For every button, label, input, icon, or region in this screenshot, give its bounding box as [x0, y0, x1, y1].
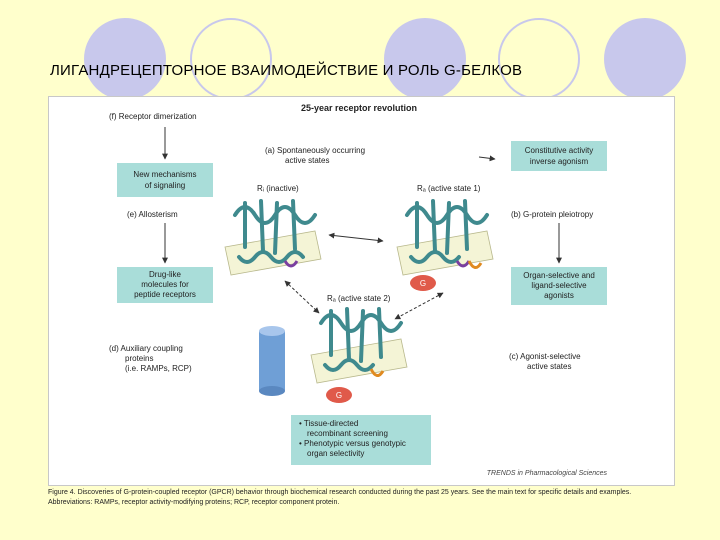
- svg-text:of signaling: of signaling: [145, 181, 185, 190]
- figure-heading: 25-year receptor revolution: [301, 103, 417, 113]
- label-c-2: active states: [527, 362, 571, 371]
- state-ra2: Rₐ (active state 2): [327, 294, 391, 303]
- svg-text:Constitutive activity: Constitutive activity: [525, 146, 593, 155]
- svg-text:inverse agonism: inverse agonism: [530, 157, 589, 166]
- svg-text:G: G: [336, 391, 342, 400]
- label-a-2: active states: [285, 156, 329, 165]
- decor-circle-3: [604, 18, 686, 100]
- receptor-ra2: [319, 307, 403, 372]
- svg-text:Drug-like: Drug-like: [149, 270, 182, 279]
- svg-text:molecules for: molecules for: [141, 280, 189, 289]
- receptor-diagram: 25-year receptor revolution (f) Receptor…: [109, 103, 608, 477]
- arrow-ra1-ra2: [394, 292, 444, 320]
- svg-text:organ selectivity: organ selectivity: [307, 449, 364, 458]
- svg-text:• Phenotypic versus genotypic: • Phenotypic versus genotypic: [299, 439, 406, 448]
- box-new-mechanisms: New mechanisms of signaling: [117, 163, 213, 197]
- slide-title: ЛИГАНДРЕЦЕПТОРНОЕ ВЗАИМОДЕЙСТВИЕ И РОЛЬ …: [50, 62, 523, 79]
- figure-caption: Figure 4. Discoveries of G-protein-coupl…: [48, 489, 632, 506]
- state-ra1: Rₐ (active state 1): [417, 184, 481, 193]
- g-protein-ra1: G: [410, 275, 436, 291]
- auxiliary-protein-cylinder: [259, 326, 285, 396]
- box-constitutive: Constitutive activity inverse agonism: [511, 141, 607, 171]
- svg-text:agonists: agonists: [544, 291, 574, 300]
- box-drug-like: Drug-like molecules for peptide receptor…: [117, 267, 213, 303]
- svg-text:Organ-selective and: Organ-selective and: [523, 271, 595, 280]
- loop-ra1: [455, 260, 471, 268]
- svg-text:G: G: [420, 279, 426, 288]
- receptor-ra1: [405, 199, 489, 264]
- state-ri: Rᵢ (inactive): [257, 184, 299, 193]
- decor-ring-2: [498, 18, 580, 100]
- figure-panel: 25-year receptor revolution (f) Receptor…: [48, 96, 675, 486]
- decor-circle-2: [384, 18, 466, 100]
- decor-ring-1: [190, 18, 272, 100]
- label-d-2: proteins: [125, 354, 153, 363]
- label-b: (b) G-protein pleiotropy: [511, 210, 593, 219]
- label-f: (f) Receptor dimerization: [109, 112, 197, 121]
- source-credit: TRENDS in Pharmacological Sciences: [487, 470, 608, 477]
- box-tissue-directed: • Tissue-directed recombinant screening …: [291, 415, 431, 465]
- svg-text:New mechanisms: New mechanisms: [133, 170, 196, 179]
- svg-text:ligand-selective: ligand-selective: [531, 281, 587, 290]
- label-e: (e) Allosterism: [127, 210, 178, 219]
- loop-ri: [283, 260, 299, 268]
- arrow-ri-ra2: [284, 280, 320, 314]
- arrow-a-right: [478, 155, 496, 162]
- g-protein-ra2: G: [326, 387, 352, 403]
- svg-text:recombinant screening: recombinant screening: [307, 429, 388, 438]
- receptor-ri: [233, 199, 317, 264]
- svg-text:• Tissue-directed: • Tissue-directed: [299, 419, 358, 428]
- decor-circle-1: [84, 18, 166, 100]
- loop-ra2: [369, 368, 385, 377]
- box-organ-selective: Organ-selective and ligand-selective ago…: [511, 267, 607, 305]
- label-d-1: (d) Auxiliary coupling: [109, 344, 183, 353]
- label-d-3: (i.e. RAMPs, RCP): [125, 364, 192, 373]
- loop-ra1-b: [467, 260, 483, 269]
- arrow-ri-ra1: [328, 232, 384, 244]
- label-a-1: (a) Spontaneously occurring: [265, 146, 365, 155]
- label-c-1: (c) Agonist-selective: [509, 352, 581, 361]
- svg-text:peptide receptors: peptide receptors: [134, 290, 196, 299]
